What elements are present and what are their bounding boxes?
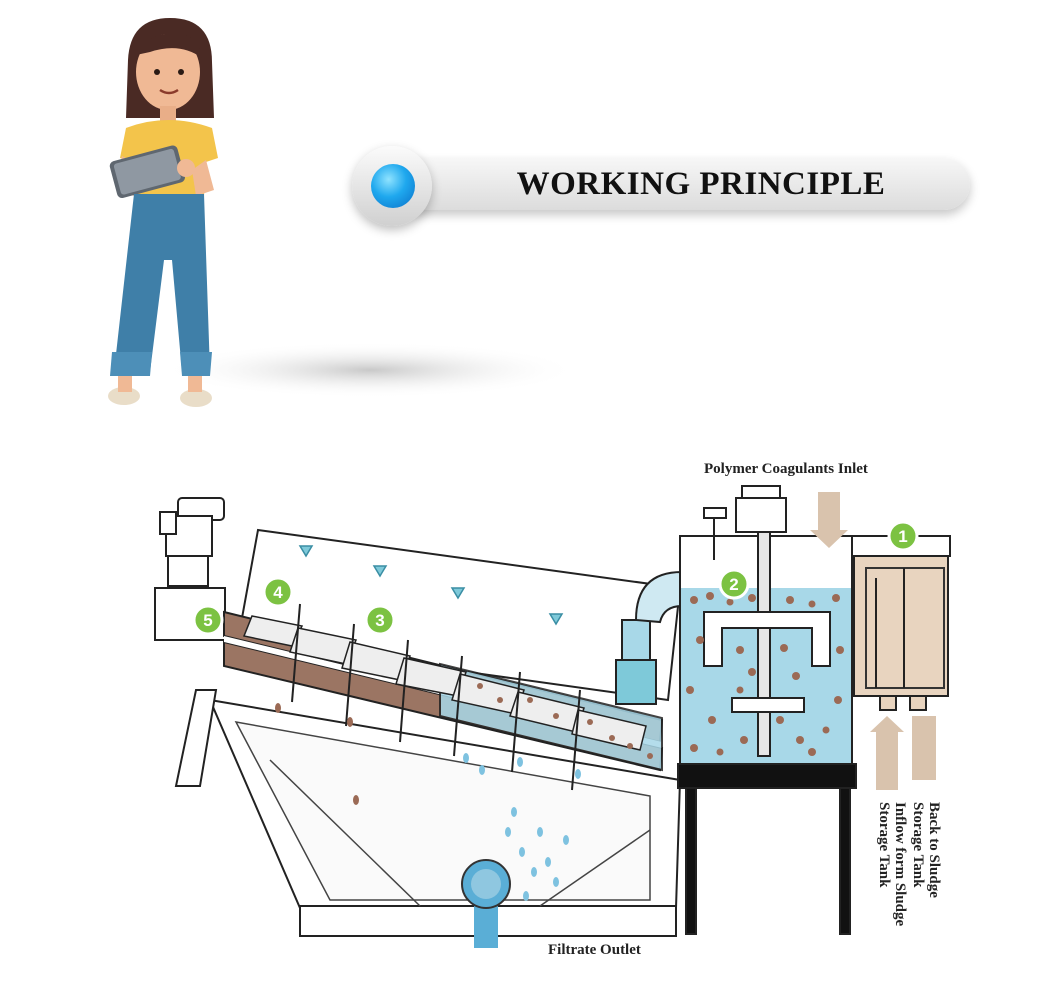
- flow-arrows: [461, 492, 936, 948]
- step-badge-2: 2: [718, 568, 750, 600]
- screw-press-machine: [154, 485, 951, 937]
- step-badge-1: 1: [887, 520, 919, 552]
- blue-bullet-icon: [371, 164, 415, 208]
- banner-bullet-ring: [352, 146, 432, 226]
- step-badges: 1 2 3 4 5: [192, 520, 919, 636]
- polymer-inlet-label: Polymer Coagulants Inlet: [704, 461, 868, 477]
- banner-pill: [392, 158, 970, 210]
- step-badge-3: 3: [364, 604, 396, 636]
- back-to-sludge-label-line1: Back to Sludge: [926, 802, 942, 898]
- working-principle-banner: WORKING PRINCIPLE: [352, 146, 972, 226]
- inflow-label-line1: Inflow form Sludge: [892, 802, 908, 927]
- svg-text:1: 1: [898, 527, 907, 546]
- page-title: WORKING PRINCIPLE: [516, 166, 886, 202]
- svg-text:4: 4: [273, 583, 283, 602]
- svg-text:5: 5: [203, 611, 212, 630]
- step-badge-5: 5: [192, 604, 224, 636]
- water-drops: [463, 753, 581, 901]
- sludge-particles: [275, 592, 844, 805]
- back-to-sludge-label-line2: Storage Tank: [910, 802, 926, 888]
- woman-with-tablet-illustration: [108, 18, 580, 407]
- inflow-label-line2: Storage Tank: [876, 802, 892, 888]
- step-badge-4: 4: [262, 576, 294, 608]
- filtrate-outlet-label: Filtrate Outlet: [548, 942, 641, 958]
- svg-text:2: 2: [729, 575, 738, 594]
- svg-text:3: 3: [375, 611, 384, 630]
